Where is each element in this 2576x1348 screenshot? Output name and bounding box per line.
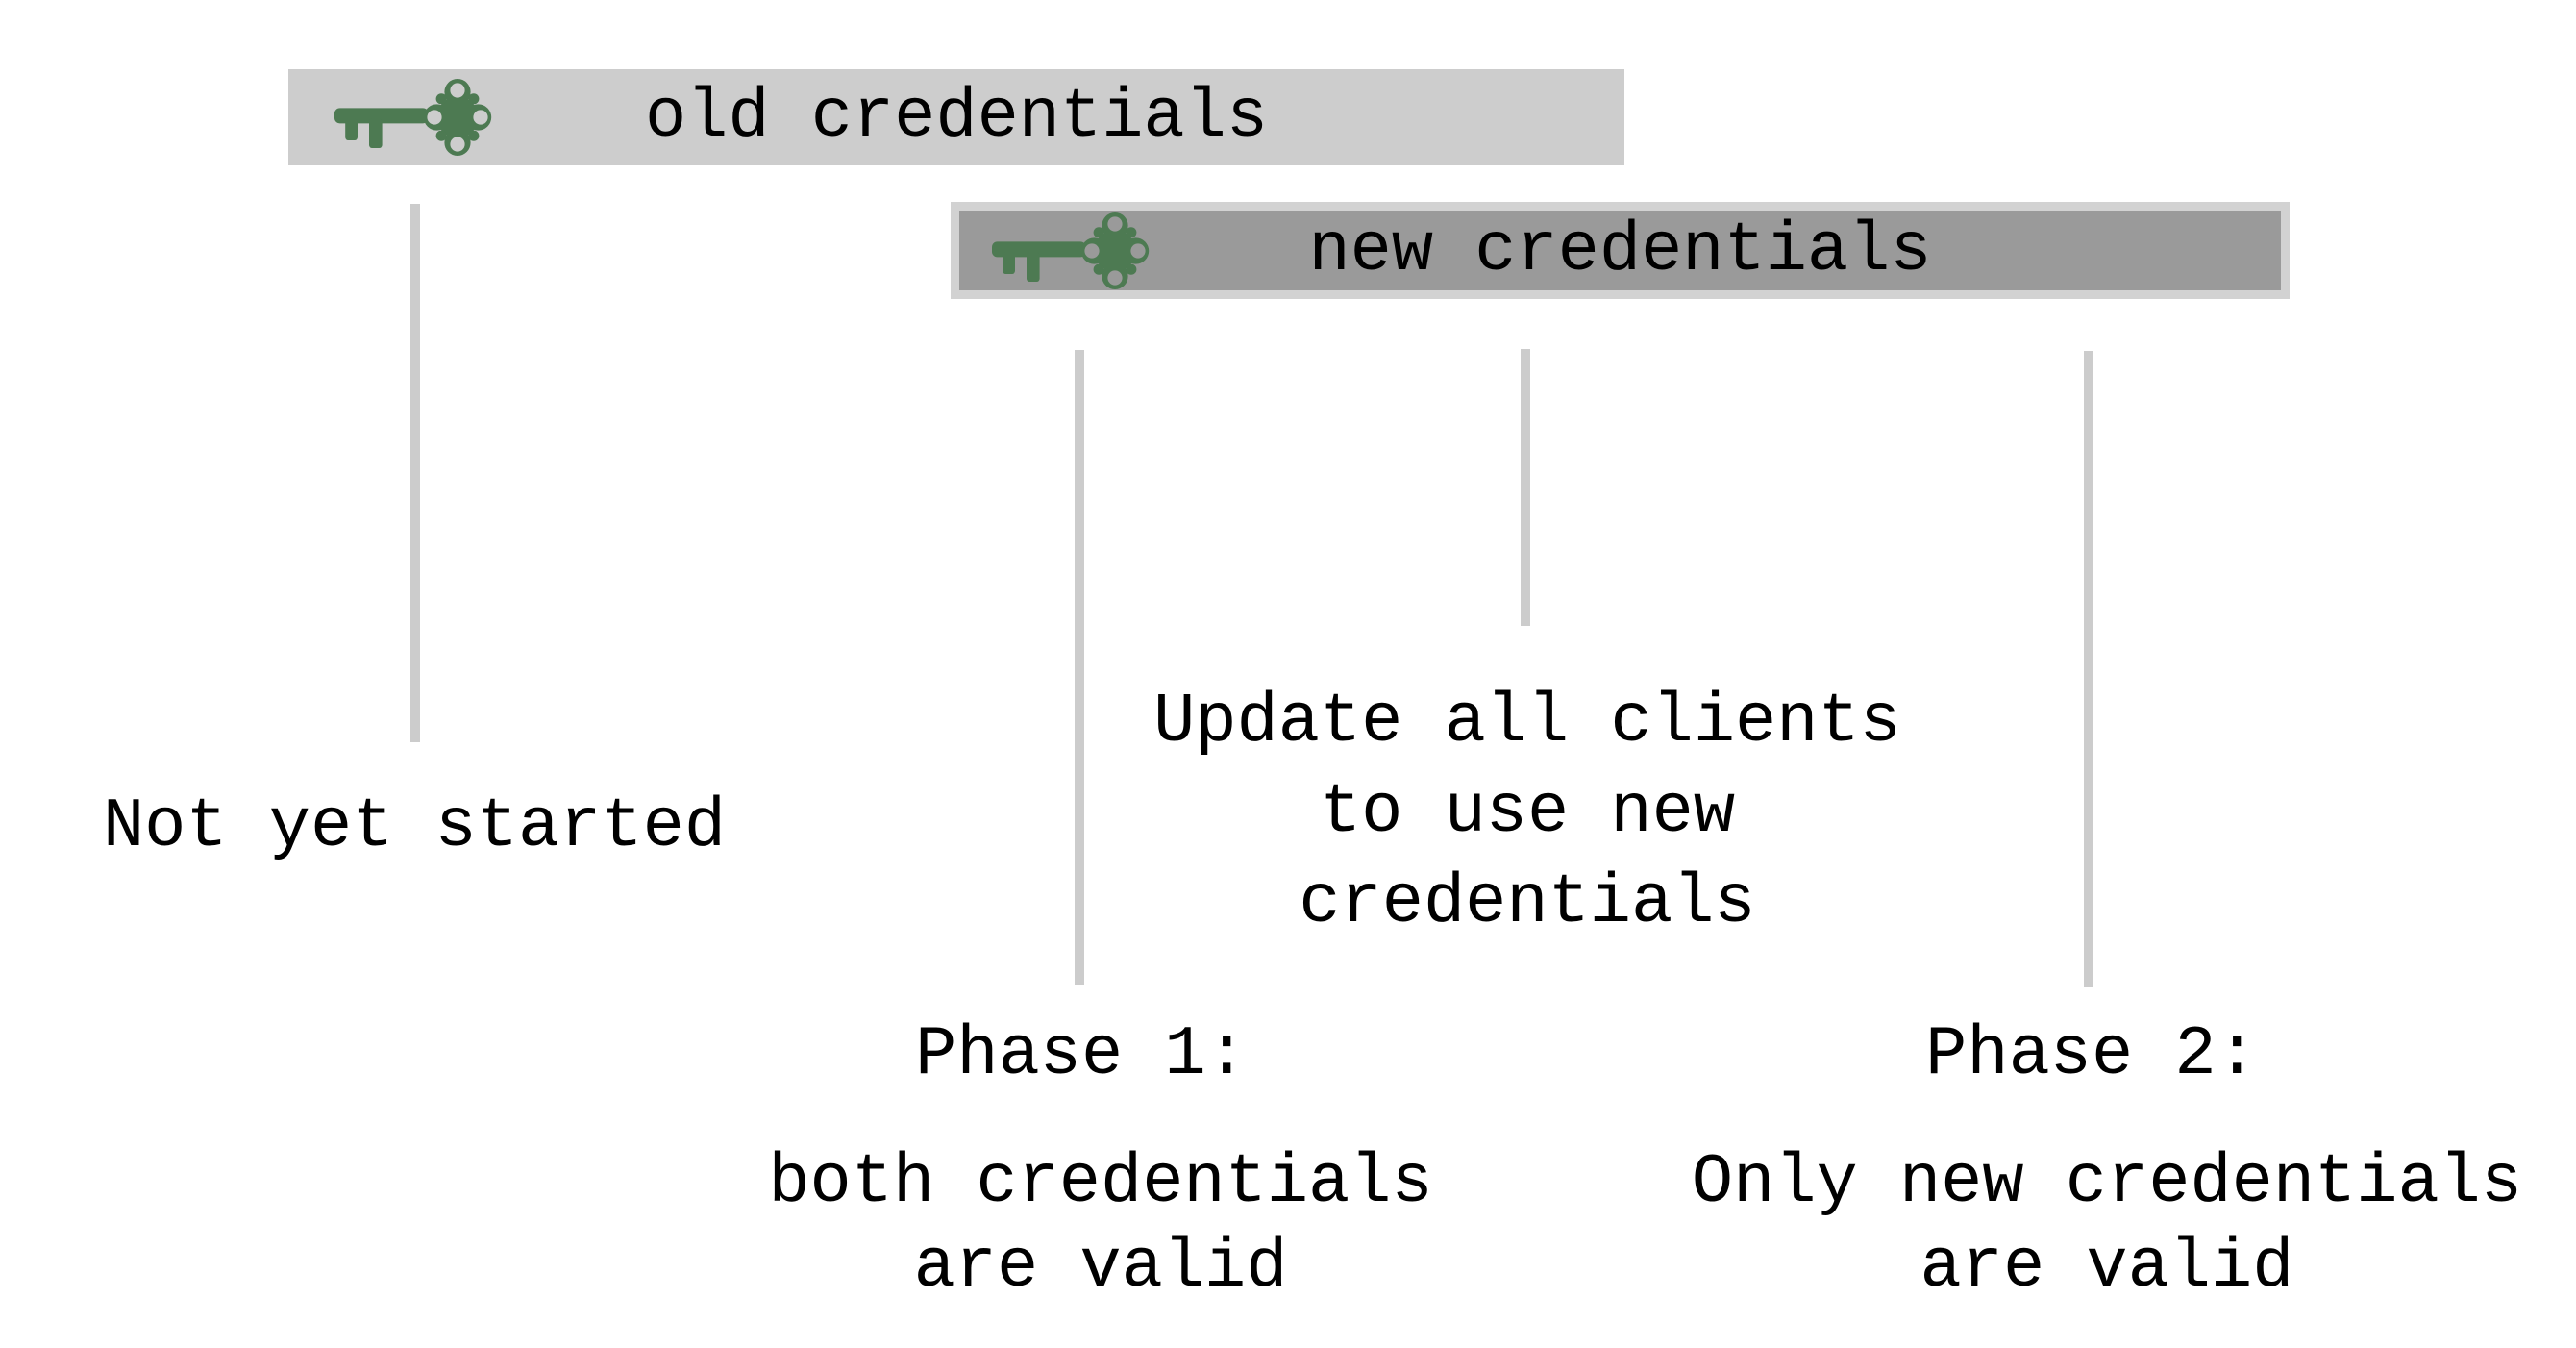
phase1-title: Phase 1: xyxy=(915,1015,1248,1094)
timeline-tick-update-clients xyxy=(1521,349,1530,626)
phase1-description: both credentials are valid xyxy=(768,1140,1432,1310)
timeline-tick-phase1 xyxy=(1075,350,1084,985)
update-clients-note: Update all clients to use new credential… xyxy=(1153,677,1901,948)
new-credentials-bar-fill: new credentials xyxy=(959,211,2281,290)
phase2-description-line1: Only new credentials xyxy=(1691,1143,2523,1222)
phase2-description-line2: are valid xyxy=(1920,1228,2294,1307)
key-icon xyxy=(334,79,492,156)
phase1-description-line2: are valid xyxy=(913,1228,1288,1307)
phase2-description: Only new credentials are valid xyxy=(1692,1140,2522,1310)
update-clients-line1: Update all clients xyxy=(1153,683,1901,761)
timeline-tick-not-started xyxy=(410,204,420,742)
key-icon xyxy=(992,212,1150,289)
phase2-title: Phase 2: xyxy=(1925,1015,2258,1094)
update-clients-line3: credentials xyxy=(1299,863,1756,942)
timeline-tick-phase2 xyxy=(2084,351,2093,987)
old-credentials-bar: old credentials xyxy=(288,69,1624,165)
old-credentials-label: old credentials xyxy=(644,78,1269,157)
phase1-description-line1: both credentials xyxy=(768,1143,1433,1222)
new-credentials-bar: new credentials xyxy=(951,202,2290,299)
not-yet-started-label: Not yet started xyxy=(102,787,727,866)
update-clients-line2: to use new xyxy=(1319,773,1736,852)
new-credentials-label: new credentials xyxy=(1308,211,1932,290)
